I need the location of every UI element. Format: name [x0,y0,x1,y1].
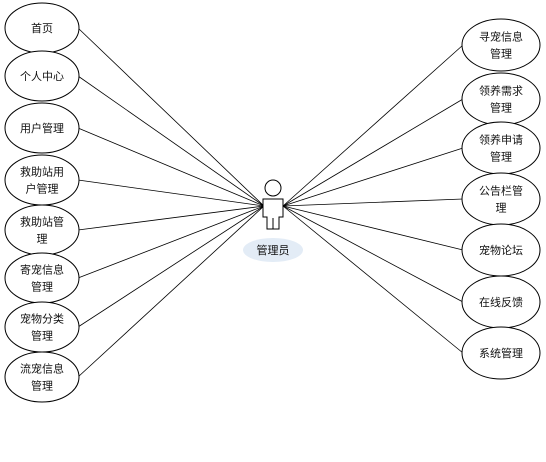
use-case-label: 管理 [490,150,512,164]
use-case-ellipse [4,50,80,102]
use-case-label: 宠物论坛 [479,243,523,257]
left-use-case: 用户管理 [4,102,80,154]
actor-figure-icon [262,179,284,230]
association-lines [77,27,464,378]
use-case-label: 寻宠信息 [479,30,523,44]
use-case-label: 寄宠信息 [20,263,64,277]
use-case-ellipse [4,204,80,256]
use-case-label: 系统管理 [479,346,523,360]
left-use-case: 首页 [4,2,80,54]
use-case-label: 救助站管 [20,215,64,229]
use-case-label: 理 [496,202,507,215]
association-line [77,75,265,207]
actor: 管理员 [243,179,303,262]
use-case-label: 管理 [490,47,512,61]
use-case-label: 管理 [31,379,53,393]
association-line [282,98,464,207]
association-line [77,205,265,378]
use-case-ellipse [4,252,80,304]
association-line [282,198,464,207]
use-case-label: 管理 [31,280,53,294]
use-case-ellipse [4,301,80,353]
association-line [282,205,464,251]
use-case-label: 理 [37,233,48,246]
use-case-ellipse [461,72,541,126]
association-line [77,205,265,328]
use-case-label: 领养申请 [479,133,523,147]
use-case-ellipse [4,154,80,206]
use-case-label: 管理 [490,101,512,115]
use-case-label: 用户管理 [20,121,64,135]
use-case-ellipse [461,326,541,380]
use-case-label: 流宠信息 [20,362,64,376]
association-line [282,147,464,207]
use-case-ellipse [4,102,80,154]
use-case-label: 在线反馈 [479,295,523,309]
use-case-label: 个人中心 [20,70,64,83]
right-use-case: 系统管理 [461,326,541,380]
use-case-label: 首页 [31,21,53,35]
use-case-ellipse [461,121,541,175]
use-case-label: 救助站用 [20,165,64,179]
use-case-ellipse [461,172,541,226]
use-case-label: 户管理 [26,182,59,196]
association-line [77,205,265,231]
association-line [282,205,464,303]
right-use-case: 宠物论坛 [461,223,541,277]
actor-label-highlight [243,238,303,262]
left-use-case: 个人中心 [4,50,80,102]
use-case-label: 管理 [31,329,53,343]
association-line [77,205,265,279]
association-line [282,205,464,354]
association-line [77,27,265,207]
use-cases: 首页个人中心用户管理救助站用户管理救助站管理寄宠信息管理宠物分类管理流宠信息管理… [4,2,541,403]
right-use-case: 在线反馈 [461,275,541,329]
actor-label: 管理员 [257,243,290,257]
association-line [77,127,265,207]
use-case-ellipse [4,351,80,403]
association-line [77,179,265,207]
use-case-ellipse [461,18,541,72]
association-line [282,44,464,207]
use-case-label: 公告栏管 [479,184,523,198]
use-case-label: 宠物分类 [20,312,64,326]
use-case-label: 领养需求 [479,84,523,98]
